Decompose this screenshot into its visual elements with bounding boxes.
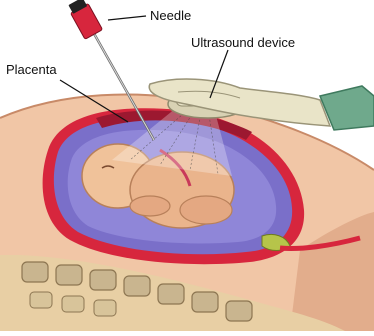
ultrasound-device-label: Ultrasound device [191,35,295,50]
needle-label: Needle [150,8,191,23]
fetus-arm [130,196,170,216]
placenta-label: Placenta [6,62,57,77]
fetus-leg [180,196,232,224]
